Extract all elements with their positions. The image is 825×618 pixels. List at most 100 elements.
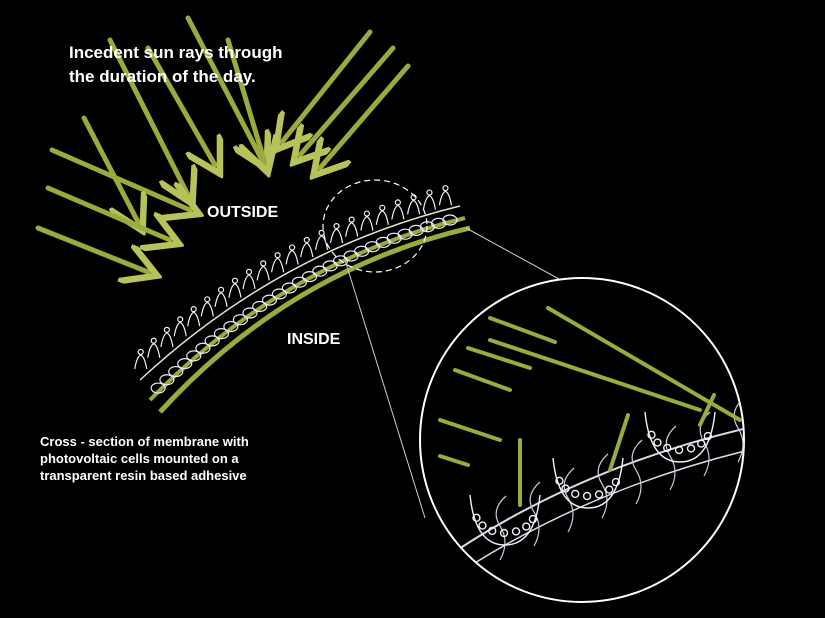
pv-cell (391, 204, 405, 220)
inside-label: INSIDE (287, 331, 341, 348)
detail-pv-bead (522, 522, 531, 531)
pv-cell (271, 257, 285, 273)
pv-cell-bead (190, 306, 197, 313)
caption-line-3: transparent resin based adhesive (40, 468, 247, 483)
pv-cell (147, 343, 161, 358)
detail-pv-bead (697, 439, 706, 448)
pv-cell-bead (303, 236, 310, 244)
pv-cell-bead (274, 252, 281, 259)
pv-cell (160, 332, 174, 347)
pv-cell (285, 249, 299, 265)
pv-cell-bead (177, 316, 184, 323)
detail-pv-bead (571, 489, 580, 499)
pv-cell (329, 228, 344, 244)
pv-cell-bead (318, 229, 325, 236)
pv-cell (242, 274, 256, 289)
detail-sun-ray (438, 418, 502, 442)
membrane-cell (442, 214, 458, 226)
pv-cell (200, 301, 214, 317)
pv-cell-bead (150, 337, 157, 344)
detail-sun-rays (438, 306, 742, 507)
membrane-cell (322, 260, 338, 272)
pv-cell (228, 282, 242, 298)
title-line-2: the duration of the day. (69, 67, 256, 86)
membrane-cell (168, 365, 184, 378)
detail-sun-ray (488, 316, 557, 344)
membrane-inner-layer (158, 225, 471, 414)
pv-cell (438, 190, 453, 206)
detail-pv-bead (647, 430, 656, 439)
detail-pv-bead (611, 477, 621, 487)
detail-reflected-ray (698, 393, 716, 427)
caption-line-2: photovoltaic cells mounted on a (40, 451, 239, 466)
membrane-cell (242, 307, 258, 319)
membrane-cell (301, 270, 318, 283)
detail-cell-wave (529, 481, 541, 547)
pv-cell (214, 292, 228, 307)
pv-cell-bead (394, 199, 401, 206)
detail-cell-wave (495, 495, 507, 561)
pv-cell (360, 215, 374, 231)
caption-text: Cross - section of membrane with photovo… (40, 433, 249, 484)
detail-pv-cup (644, 411, 716, 463)
detail-pv-bead (703, 431, 713, 441)
zoomed-detail-circle (419, 277, 745, 603)
membrane-cell (291, 276, 308, 288)
detail-reflected-ray (608, 413, 630, 472)
pv-cell (375, 210, 389, 225)
detail-pv-bead (594, 490, 604, 499)
sun-ray-arrow (35, 225, 148, 272)
pv-cell (187, 311, 201, 327)
detail-pv-bead (528, 514, 538, 524)
pv-cell-bead (379, 204, 386, 211)
membrane-cell (195, 342, 211, 354)
membrane-cell (223, 320, 239, 333)
membrane-cell (252, 300, 268, 313)
sun-ray-arrow (320, 63, 411, 168)
detail-sun-ray (438, 454, 470, 467)
membrane-cell (312, 265, 328, 277)
detail-pv-bead (663, 443, 672, 453)
membrane-cell (204, 335, 220, 347)
membrane-cell-pattern (150, 214, 458, 394)
membrane-base-line (139, 205, 461, 381)
pv-cell-bead (245, 268, 253, 275)
sun-ray-arrow (107, 37, 188, 195)
pv-cell (345, 221, 359, 237)
detail-pv-bead (561, 484, 570, 493)
membrane-cell (281, 282, 297, 294)
pv-cell-bead (204, 296, 211, 303)
pv-cell-bead (217, 286, 225, 293)
pv-cell-bead (442, 185, 449, 192)
membrane-cell (159, 374, 175, 386)
detail-cell-wave (597, 453, 609, 519)
pv-cell-bead (231, 277, 239, 284)
pv-cell-bead (137, 348, 144, 356)
detail-pv-cup (469, 494, 541, 546)
pv-cell (406, 199, 421, 215)
detail-cell-wave (733, 397, 744, 463)
pv-cell-bead (163, 326, 171, 333)
detail-sun-ray (466, 346, 532, 370)
membrane-outer-layer (148, 216, 466, 402)
sun-ray-arrow (45, 185, 170, 240)
detail-cell-wave (631, 439, 643, 505)
detail-pv-bead (511, 527, 521, 536)
pv-cell (256, 265, 270, 281)
pv-cell (134, 354, 148, 370)
detail-pv-bead (488, 526, 497, 536)
membrane-cell (177, 358, 193, 370)
pv-cell-bead (333, 222, 340, 230)
detail-pv-bead (605, 485, 614, 494)
outside-label: OUTSIDE (207, 204, 279, 221)
pv-cell-bead (260, 260, 267, 267)
detail-pv-bead (653, 438, 662, 447)
pv-cell-bead (363, 210, 371, 217)
pv-cell (173, 321, 187, 337)
membrane-cell (232, 314, 249, 326)
membrane-cell (186, 350, 202, 362)
membrane-cell (150, 382, 166, 394)
pv-cell-bead (348, 216, 355, 223)
